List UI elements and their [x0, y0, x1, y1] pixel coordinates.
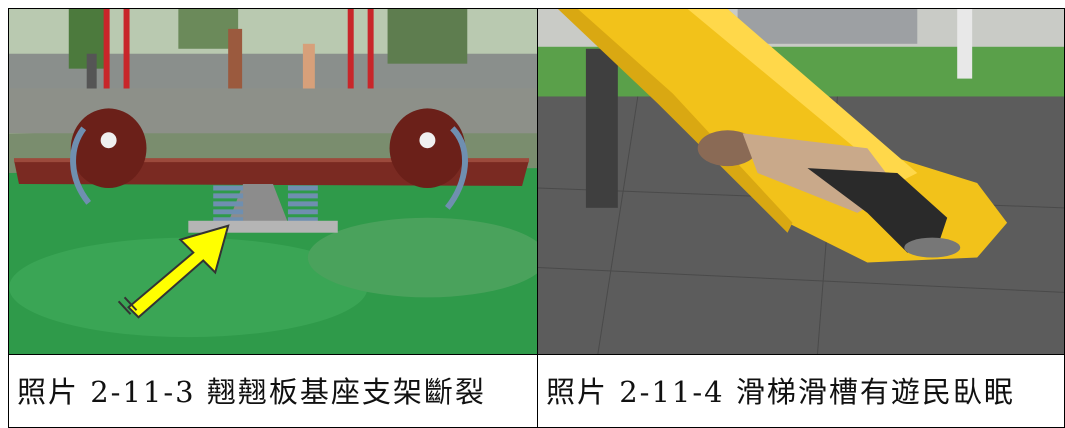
seesaw-photo [9, 9, 537, 354]
photo-cell-seesaw [8, 8, 538, 355]
arrow-icon [117, 224, 230, 319]
photo-caption: 照片 2-11-4 滑梯滑槽有遊民臥眠 [546, 375, 1015, 409]
photo-cell-slide [538, 8, 1065, 355]
caption-cell-1: 照片 2-11-3 翹翹板基座支架斷裂 [8, 355, 538, 428]
slide-photo [538, 9, 1064, 354]
caption-cell-2: 照片 2-11-4 滑梯滑槽有遊民臥眠 [538, 355, 1065, 428]
photo-caption: 照片 2-11-3 翹翹板基座支架斷裂 [17, 375, 486, 409]
photo-table: 照片 2-11-3 翹翹板基座支架斷裂 照片 2-11-4 滑梯滑槽有遊民臥眠 [8, 8, 1065, 428]
